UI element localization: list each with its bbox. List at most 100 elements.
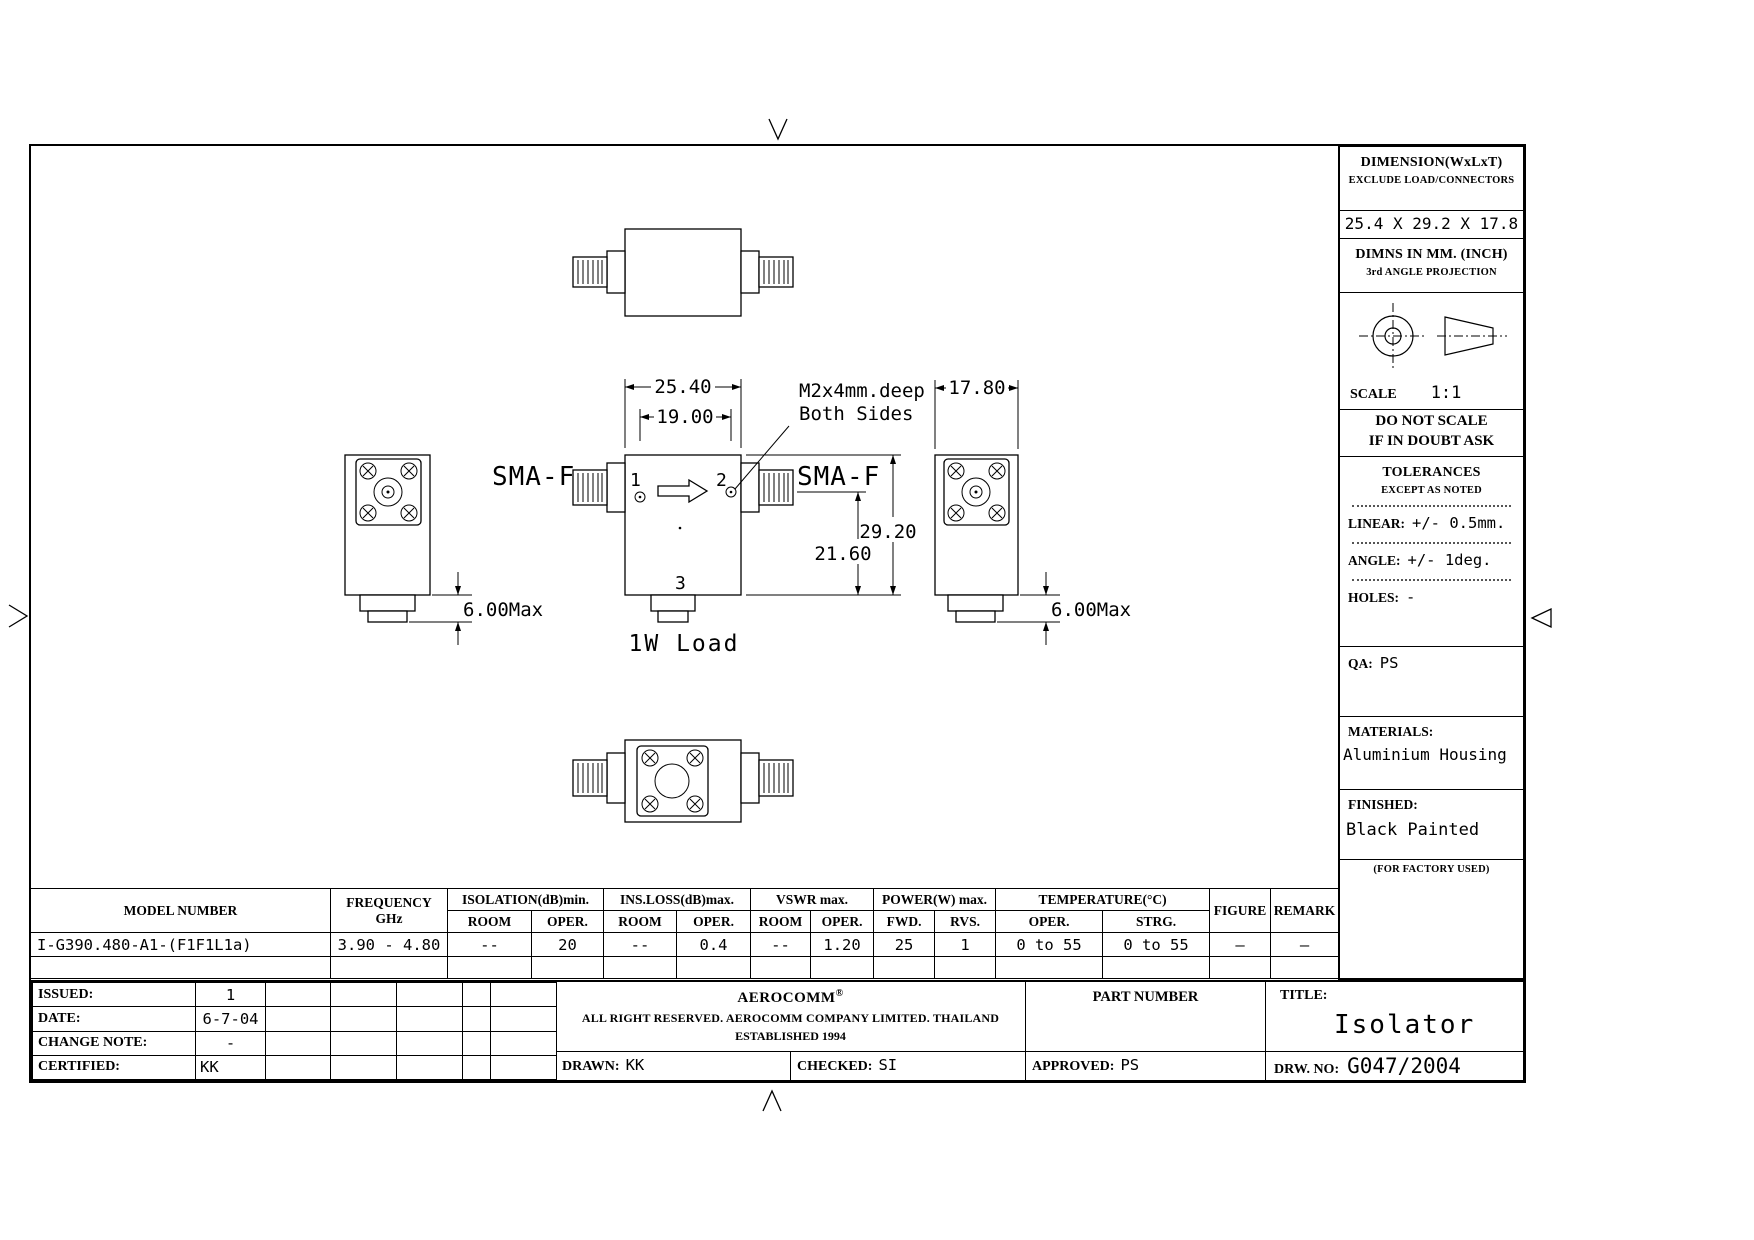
- angle-label: ANGLE:: [1348, 553, 1401, 568]
- registered-mark: ®: [835, 988, 844, 999]
- scale-value: 1:1: [1430, 383, 1462, 403]
- empty-cell: [330, 956, 448, 979]
- spec-row: I-G390.480-A1-(F1F1L1a) 3.90 - 4.80 -- 2…: [30, 932, 1340, 957]
- sub-header-temp-strg: STRG.: [1102, 910, 1211, 933]
- tolerances-section: TOLERANCES EXCEPT AS NOTED LINEAR: +/- 0…: [1340, 457, 1523, 647]
- dim-tab-left: 6.00Max: [463, 599, 543, 621]
- materials-label: MATERIALS:: [1348, 724, 1434, 739]
- knurl-lines: [577, 260, 603, 284]
- holes-label: HOLES:: [1348, 590, 1400, 605]
- qa-value: PS: [1379, 654, 1399, 672]
- do-not-scale-line2: IF IN DOUBT ASK: [1368, 433, 1495, 449]
- knurl-lines: [763, 763, 789, 793]
- center-mark-bottom-icon: [762, 1089, 782, 1112]
- col-header-temperature: TEMPERATURE(°C): [995, 888, 1211, 911]
- cell-pwr-fwd: 25: [873, 932, 936, 957]
- units-line1: DIMNS IN MM. (INCH): [1355, 247, 1508, 262]
- approved-cell: APPROVED: PS: [1026, 1052, 1265, 1075]
- empty-cell: [396, 1030, 463, 1056]
- knurl-lines: [763, 473, 789, 502]
- empty-cell: [396, 981, 463, 1008]
- units-section: DIMNS IN MM. (INCH) 3rd ANGLE PROJECTION: [1340, 239, 1523, 293]
- change-note-label: CHANGE NOTE:: [32, 1030, 196, 1056]
- empty-cell: [1209, 956, 1272, 979]
- load-tab: [359, 594, 416, 612]
- left-side-view: [344, 454, 431, 623]
- do-not-scale-section: DO NOT SCALE IF IN DOUBT ASK: [1340, 410, 1523, 457]
- checked-label: CHECKED:: [797, 1059, 873, 1074]
- coax-connector-face: [373, 477, 403, 507]
- sign-off-row: DRAWN: KK CHECKED: SI: [556, 1052, 1025, 1080]
- cell-vswr-room: --: [750, 932, 812, 957]
- load-tab: [657, 610, 689, 623]
- issued-row: ISSUED: 1: [32, 981, 557, 1008]
- title-cell: TITLE: Isolator: [1266, 982, 1523, 1052]
- empty-cell: [462, 1030, 491, 1056]
- center-point: [678, 526, 682, 530]
- qa-label: QA:: [1348, 656, 1373, 671]
- drawn-value: KK: [625, 1056, 645, 1074]
- date-row: DATE: 6-7-04: [32, 1006, 557, 1032]
- part-number-label: PART NUMBER: [1026, 982, 1265, 1052]
- approved-label: APPROVED:: [1032, 1059, 1115, 1074]
- materials-section: MATERIALS: Aluminium Housing: [1340, 717, 1523, 790]
- company-info: AEROCOMM® ALL RIGHT RESERVED. AEROCOMM C…: [556, 982, 1025, 1052]
- empty-cell: [396, 1054, 463, 1081]
- angle-value: +/- 1deg.: [1407, 551, 1492, 569]
- empty-cell: [330, 1054, 397, 1081]
- empty-cell: [490, 1006, 557, 1032]
- empty-cell: [330, 1006, 397, 1032]
- center-mark-top-icon: [768, 118, 788, 141]
- revision-block: ISSUED: 1 DATE: 6-7-04 CHANGE NOTE: - CE…: [32, 981, 557, 1081]
- dim-tab-right: 6.00Max: [1051, 599, 1131, 621]
- company-name: AEROCOMM: [737, 990, 836, 1006]
- load-circle: [654, 763, 690, 799]
- scale-label: SCALE: [1350, 387, 1397, 402]
- load-tab: [650, 594, 696, 612]
- dim-width: 25.40: [654, 376, 711, 398]
- sub-header-iso-room: ROOM: [447, 910, 532, 933]
- empty-cell: [330, 1030, 397, 1056]
- cell-model: I-G390.480-A1-(F1F1L1a): [30, 932, 331, 957]
- issued-label: ISSUED:: [32, 981, 196, 1008]
- spec-table: MODEL NUMBER FREQUENCY GHz ISOLATION(dB)…: [30, 888, 1340, 979]
- company-name-line: AEROCOMM®: [556, 988, 1025, 1007]
- drawn-label: DRAWN:: [562, 1059, 620, 1074]
- empty-cell: [490, 981, 557, 1008]
- change-note-value: -: [195, 1030, 266, 1056]
- leader-line: [734, 425, 790, 490]
- company-block: AEROCOMM® ALL RIGHT RESERVED. AEROCOMM C…: [556, 982, 1025, 1080]
- right-side-view: [934, 454, 1019, 623]
- col-header-power: POWER(W) max.: [873, 888, 997, 911]
- finished-section: FINISHED: Black Painted: [1340, 790, 1523, 860]
- empty-cell: [462, 1006, 491, 1032]
- sub-header-vswr-oper: OPER.: [810, 910, 875, 933]
- empty-cell: [873, 956, 936, 979]
- cell-pwr-rvs: 1: [934, 932, 997, 957]
- sub-header-iso-oper: OPER.: [531, 910, 604, 933]
- holes-value: -: [1406, 588, 1416, 606]
- cell-ins-room: --: [603, 932, 677, 957]
- col-header-remark: REMARK: [1270, 888, 1340, 933]
- cell-temp-strg: 0 to 55: [1102, 932, 1211, 957]
- dim-thickness: 17.80: [948, 377, 1005, 399]
- part-number-block: PART NUMBER APPROVED: PS: [1025, 982, 1265, 1080]
- dim-height: 29.20: [859, 521, 916, 543]
- linear-value: +/- 0.5mm.: [1412, 514, 1506, 532]
- materials-value: Aluminium Housing: [1343, 745, 1507, 764]
- direction-arrow-icon: [657, 478, 709, 504]
- certified-label: CERTIFIED:: [32, 1054, 196, 1081]
- screw-note-line2: Both Sides: [799, 403, 913, 425]
- tolerances-title: TOLERANCES: [1382, 465, 1481, 480]
- col-header-figure: FIGURE: [1209, 888, 1272, 933]
- dimension-section: DIMENSION(WxLxT) EXCLUDE LOAD/CONNECTORS: [1340, 147, 1523, 211]
- factory-section: (FOR FACTORY USED): [1340, 860, 1523, 976]
- empty-cell: [750, 956, 812, 979]
- port1-label: 1: [630, 470, 641, 491]
- drawn-cell: DRAWN: KK: [556, 1052, 790, 1080]
- screw-note-line1: M2x4mm.deep: [799, 380, 925, 402]
- empty-cell: [396, 1006, 463, 1032]
- empty-cell: [462, 1054, 491, 1081]
- empty-cell: [447, 956, 532, 979]
